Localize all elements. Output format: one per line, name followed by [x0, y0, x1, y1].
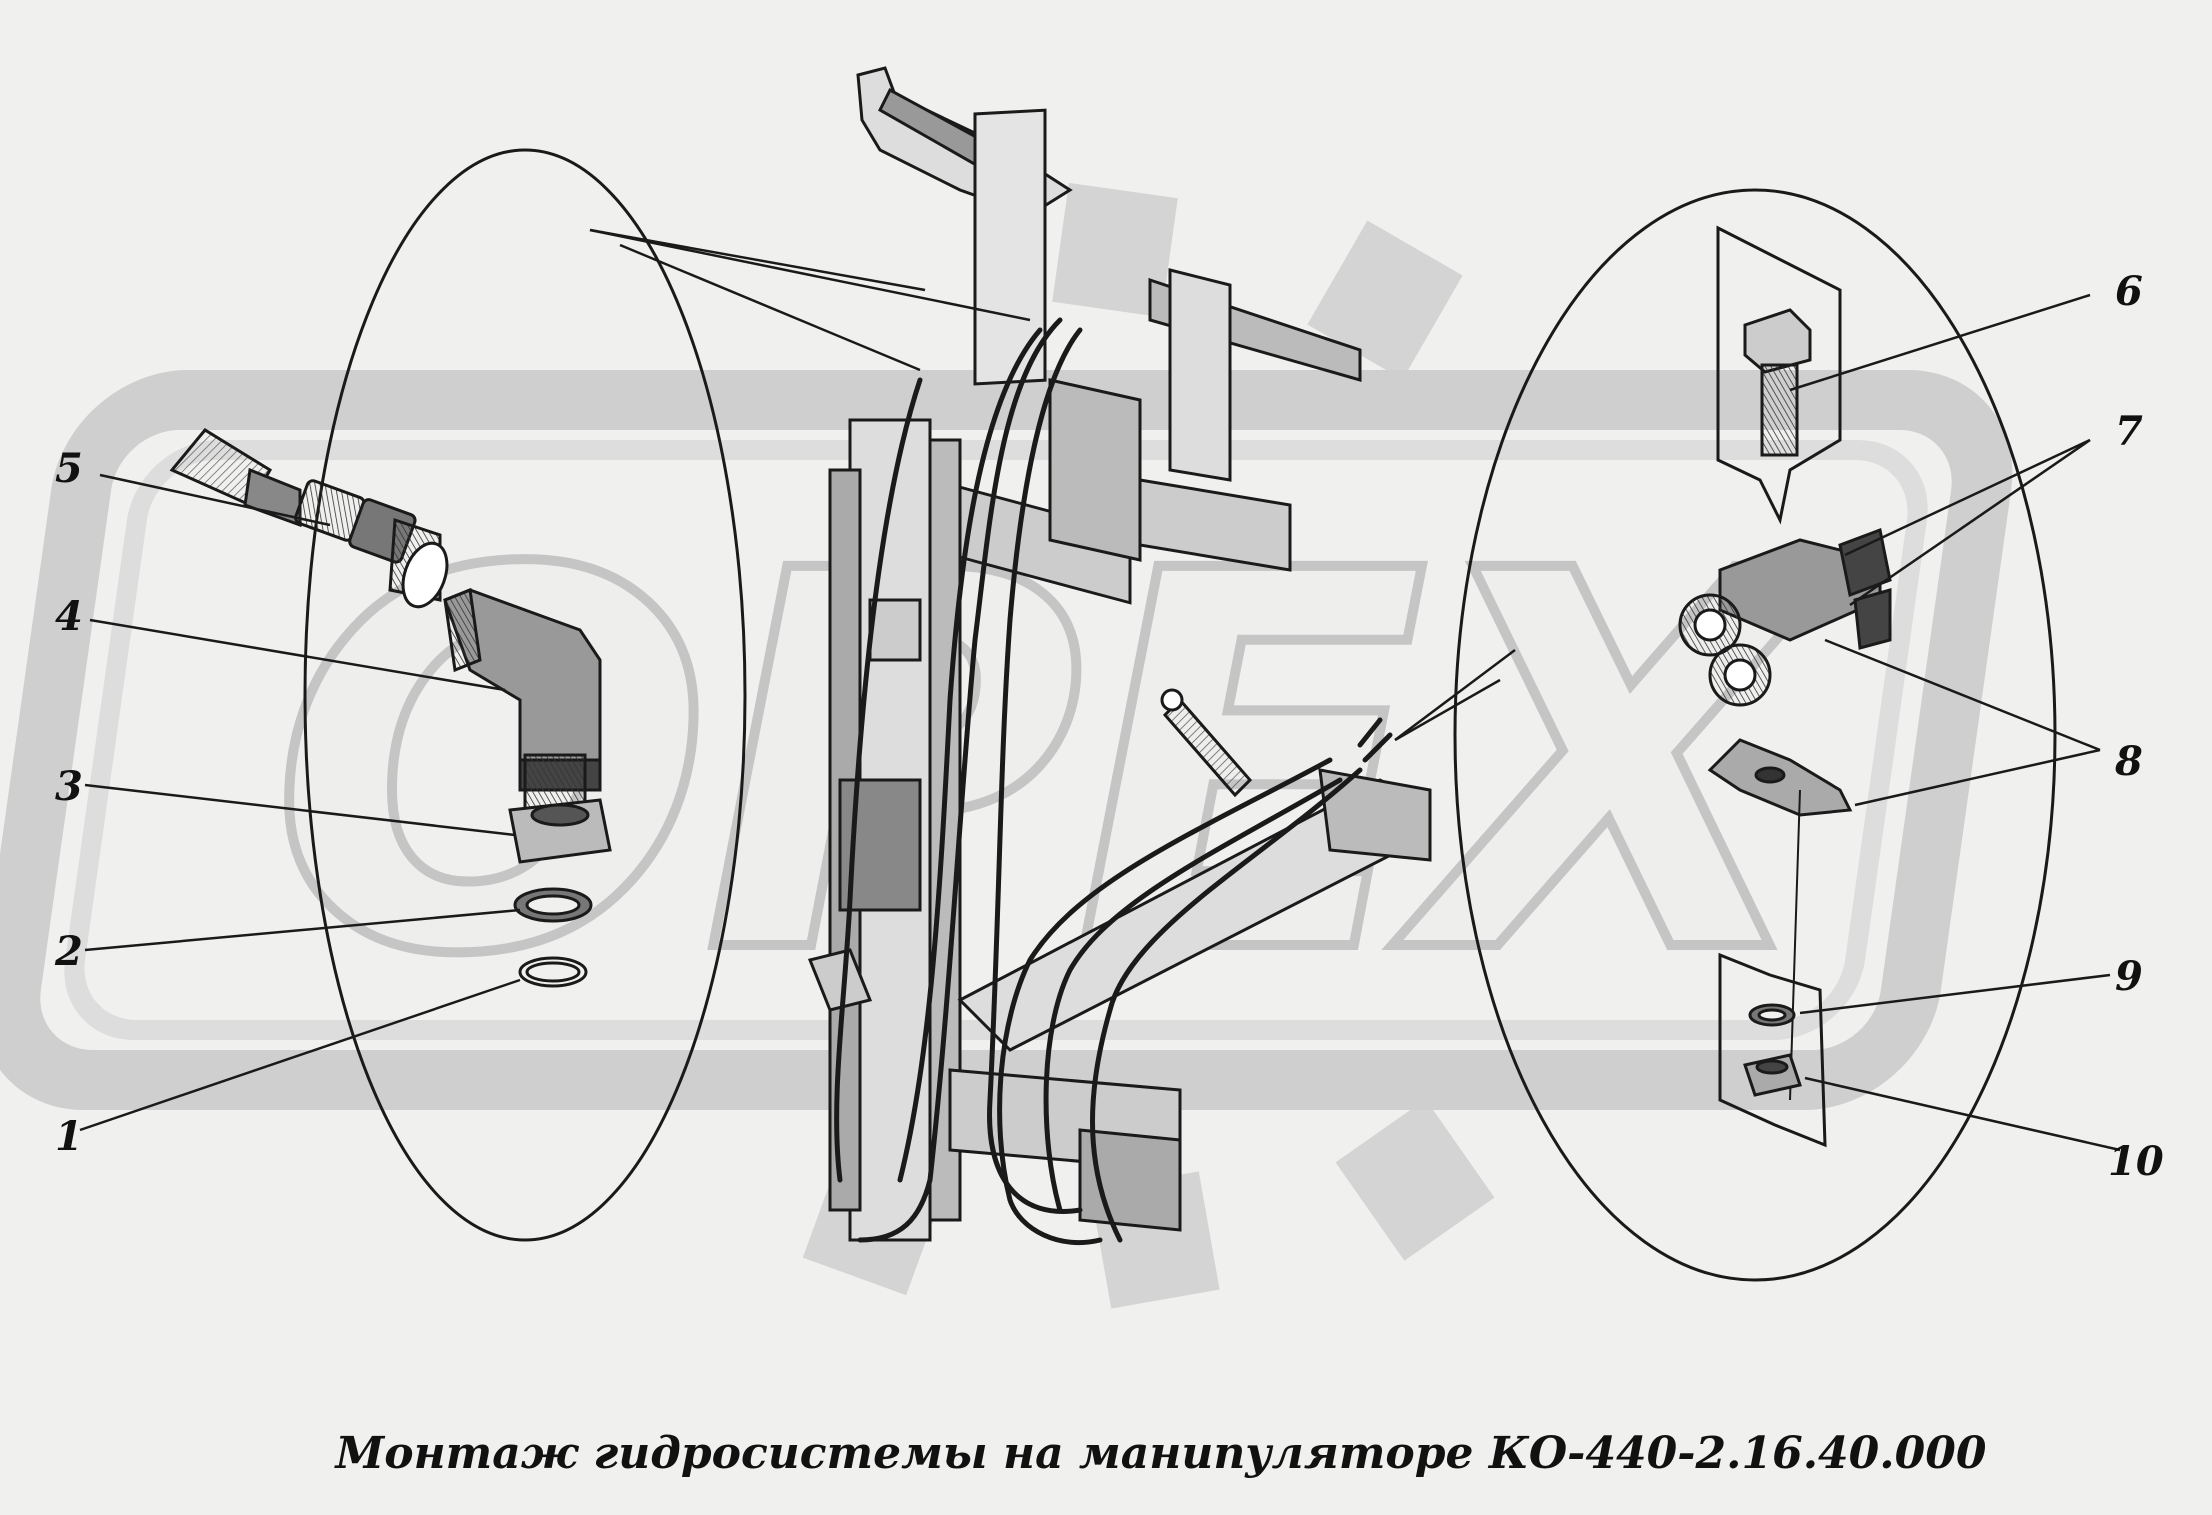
lower-callout-box [1718, 952, 1827, 1148]
callout-9: 9 [2115, 953, 2143, 1000]
nut-part-10 [1743, 1053, 1802, 1097]
leader-lines [79, 228, 2121, 1152]
o-ring-part-1 [518, 956, 588, 988]
clamp-hose-part-7 [1678, 527, 1892, 707]
callout-labels: 1 2 3 4 5 6 7 8 9 10 [54, 268, 2164, 1185]
hose-fitting-part-5 [169, 428, 449, 609]
elbow-fitting-part-4 [443, 587, 602, 822]
bolt-callout-box [1716, 225, 1842, 525]
callout-6: 6 [2115, 268, 2143, 315]
callout-7: 7 [2115, 408, 2143, 455]
bolt-part-6 [1743, 308, 1812, 457]
callout-10: 10 [2108, 1138, 2164, 1185]
washer-part-9 [1748, 1003, 1796, 1027]
callout-4: 4 [55, 593, 83, 640]
diagram-caption: Монтаж гидросистемы на манипуляторе КО-4… [335, 1428, 1987, 1479]
manipulator-assembly [807, 66, 1432, 1242]
washer-part-2 [513, 887, 593, 923]
nut-part-3 [508, 798, 612, 864]
hydraulic-hoses [834, 317, 1393, 1246]
right-detail-ellipse [1453, 188, 2057, 1282]
callout-1: 1 [55, 1113, 83, 1160]
clamp-plate-part-8 [1707, 738, 1853, 1101]
callout-3: 3 [55, 763, 83, 810]
callout-2: 2 [54, 928, 83, 975]
callout-5: 5 [55, 445, 83, 492]
left-detail-ellipse [303, 148, 747, 1242]
callout-8: 8 [2114, 738, 2143, 785]
